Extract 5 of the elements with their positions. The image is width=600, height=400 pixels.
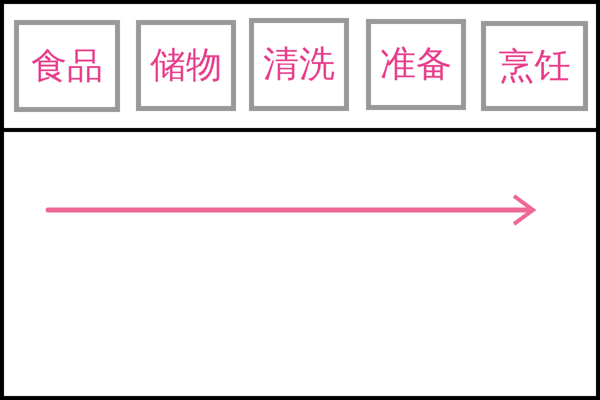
step-box: 准备: [366, 19, 466, 110]
step-box: 烹饪: [481, 21, 588, 111]
step-box: 食品: [14, 20, 120, 112]
step-box: 清洗: [249, 18, 349, 111]
step-box: 储物: [136, 20, 236, 111]
